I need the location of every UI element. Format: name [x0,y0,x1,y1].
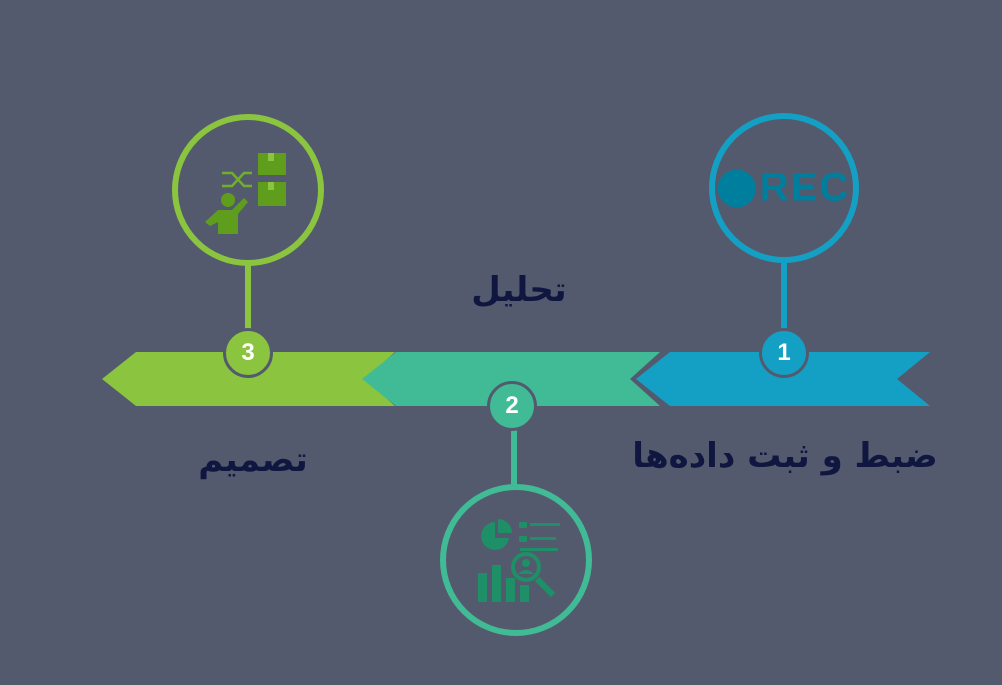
step-2-circle [440,484,592,636]
analytics-icon [478,519,560,602]
step-1-title: ضبط و ثبت داده‌ها [632,436,938,476]
decision-icon [205,153,286,234]
rec-dot-icon [717,169,756,207]
step-3-title: تصمیم [198,440,308,480]
step-2-title: تحلیل [471,270,567,310]
arrow-segment-3 [102,352,395,406]
step-2-number: 2 [487,381,537,431]
rec-icon: REC [717,165,851,211]
step-3-circle [172,114,324,266]
arrow-segment-1 [636,352,930,406]
step-1-number: 1 [759,328,809,378]
arrow-segment-2 [362,352,660,406]
step-1-circle [709,113,859,263]
step-3-number: 3 [223,328,273,378]
rec-icon-text: REC [759,165,851,210]
